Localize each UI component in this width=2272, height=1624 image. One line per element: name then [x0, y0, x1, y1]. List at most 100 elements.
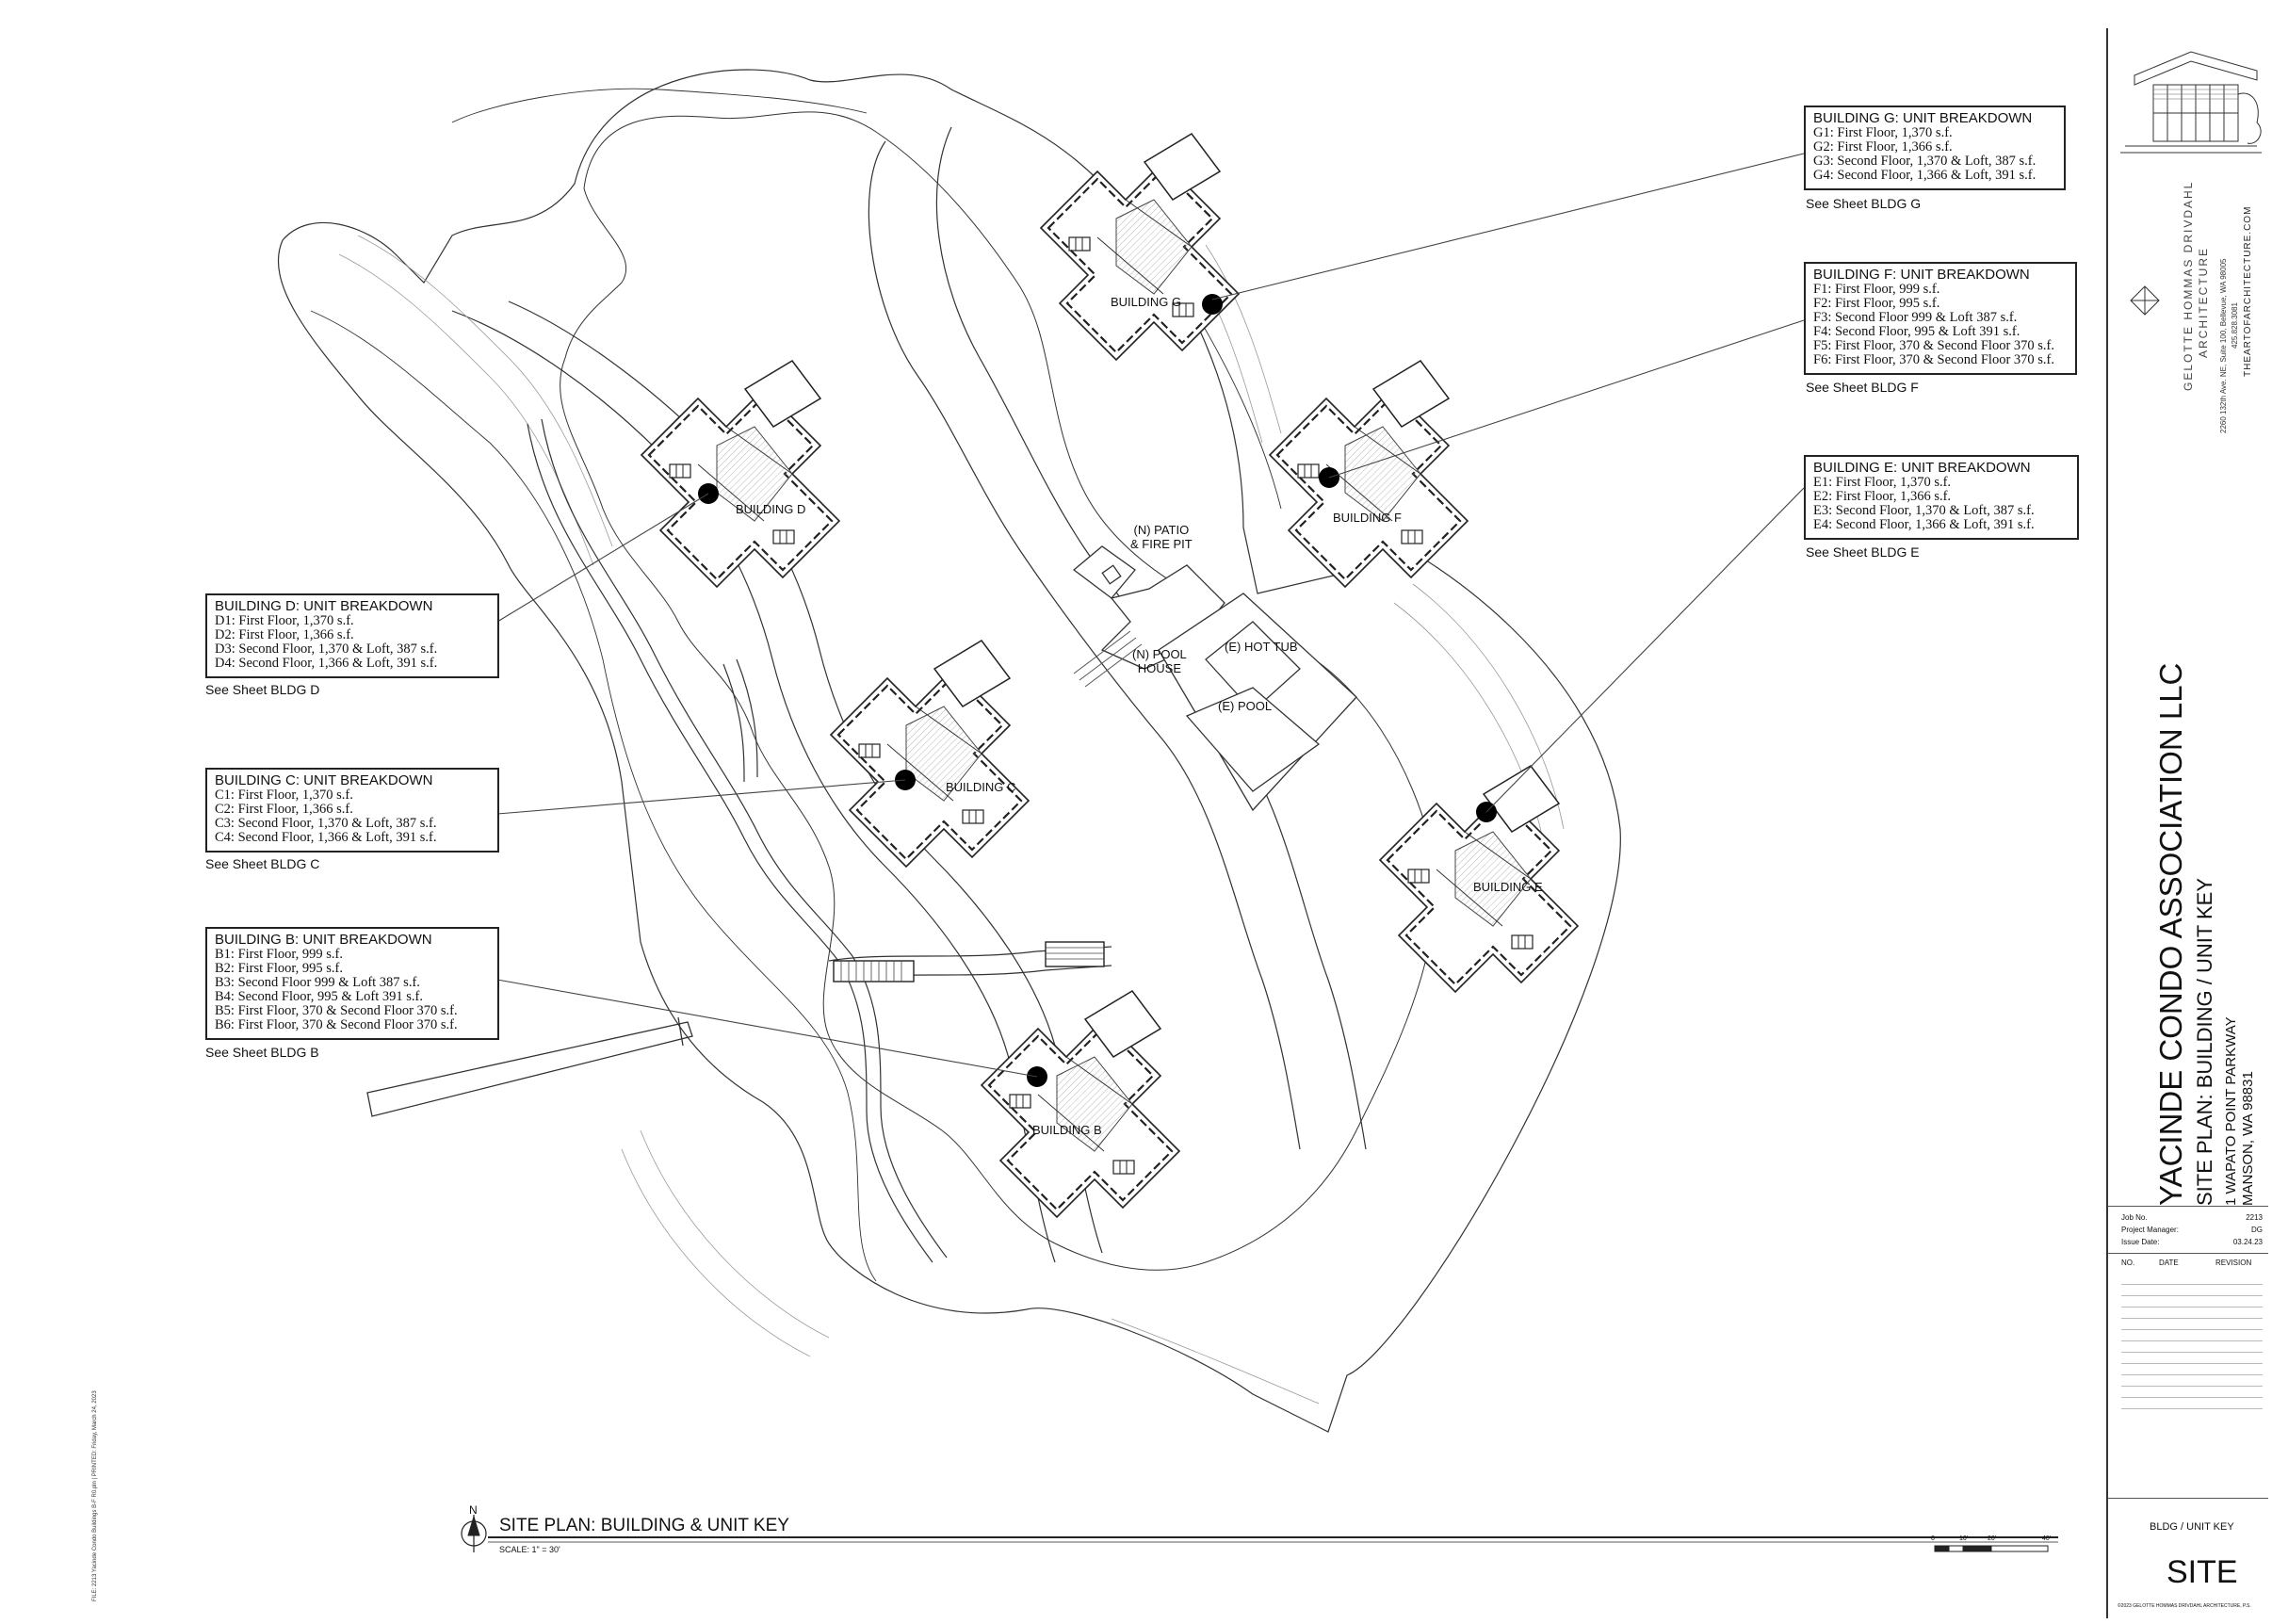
- plan-title: SITE PLAN: BUILDING & UNIT KEY: [499, 1516, 789, 1535]
- file-path-stamp: FILE: 2213 Yacinde Condo Buildings B-F R…: [92, 1390, 98, 1601]
- see-sheet-f: See Sheet BLDG F: [1806, 380, 1919, 395]
- sheet-number: SITE: [2167, 1554, 2238, 1590]
- building-g-legend: BUILDING G: UNIT BREAKDOWN G1: First Flo…: [1804, 106, 2066, 190]
- building-b-footprint: [980, 989, 1181, 1219]
- pool-house-label: (N) POOL HOUSE: [1132, 647, 1187, 675]
- issue-date-label: Issue Date:: [2121, 1238, 2160, 1246]
- legend-title: BUILDING D: UNIT BREAKDOWN: [215, 598, 433, 614]
- unit-line: E1: First Floor, 1,370 s.f.: [1813, 475, 1952, 490]
- scale-tick-40: 40': [2042, 1535, 2052, 1542]
- firm-phone: 425.828.3081: [2231, 302, 2239, 349]
- building-e-legend: BUILDING E: UNIT BREAKDOWN E1: First Flo…: [1804, 455, 2079, 540]
- unit-line: C2: First Floor, 1,366 s.f.: [215, 802, 353, 817]
- building-f-legend: BUILDING F: UNIT BREAKDOWN F1: First Flo…: [1804, 262, 2077, 375]
- unit-line: F1: First Floor, 999 s.f.: [1813, 282, 1940, 297]
- building-f-label: BUILDING F: [1333, 511, 1402, 525]
- building-d-label: BUILDING D: [736, 502, 806, 516]
- unit-line: G1: First Floor, 1,370 s.f.: [1813, 125, 1953, 140]
- patio-fire-pit-label: (N) PATIO & FIRE PIT: [1130, 523, 1193, 551]
- legend-title: BUILDING C: UNIT BREAKDOWN: [215, 772, 433, 788]
- project-name: YACINDE CONDO ASSOCIATION LLC: [2153, 662, 2188, 1206]
- revision-rows: [2121, 1274, 2263, 1415]
- pm-value: DG: [2251, 1226, 2263, 1234]
- building-b-label: BUILDING B: [1032, 1123, 1102, 1137]
- building-c-label: BUILDING C: [946, 780, 1016, 794]
- building-c-footprint: [829, 639, 1031, 869]
- unit-line: B4: Second Floor, 995 & Loft 391 s.f.: [215, 989, 423, 1004]
- revision-no-header: NO.: [2121, 1259, 2135, 1267]
- hot-tub-label: (E) HOT TUB: [1225, 640, 1298, 654]
- scale-text: SCALE: 1" = 30': [499, 1545, 560, 1554]
- unit-line: B1: First Floor, 999 s.f.: [215, 947, 343, 962]
- unit-line: F2: First Floor, 995 s.f.: [1813, 296, 1940, 311]
- unit-line: F6: First Floor, 370 & Second Floor 370 …: [1813, 352, 2055, 367]
- firm-logo-sketch: [2120, 51, 2262, 154]
- unit-line: E2: First Floor, 1,366 s.f.: [1813, 489, 1952, 504]
- unit-line: G4: Second Floor, 1,366 & Loft, 391 s.f.: [1813, 168, 2037, 183]
- revision-header: REVISION: [2215, 1259, 2252, 1267]
- see-sheet-b: See Sheet BLDG B: [205, 1045, 319, 1060]
- building-g-label: BUILDING G: [1111, 295, 1182, 309]
- project-address-line2: MANSON, WA 98831: [2240, 1071, 2256, 1206]
- north-label: N: [469, 1503, 478, 1517]
- building-d-legend: BUILDING D: UNIT BREAKDOWN D1: First Flo…: [205, 593, 499, 678]
- unit-line: C4: Second Floor, 1,366 & Loft, 391 s.f.: [215, 830, 437, 845]
- building-d-footprint: [640, 359, 841, 589]
- unit-line: F5: First Floor, 370 & Second Floor 370 …: [1813, 338, 2055, 353]
- pm-label: Project Manager:: [2121, 1226, 2179, 1234]
- unit-line: C3: Second Floor, 1,370 & Loft, 387 s.f.: [215, 816, 437, 831]
- firm-mark-icon: [2130, 285, 2160, 316]
- unit-line: G2: First Floor, 1,366 s.f.: [1813, 139, 1953, 154]
- job-no-value: 2213: [2246, 1213, 2263, 1222]
- unit-line: B5: First Floor, 370 & Second Floor 370 …: [215, 1003, 458, 1018]
- unit-line: G3: Second Floor, 1,370 & Loft, 387 s.f.: [1813, 154, 2037, 169]
- copyright: ©2023 GELOTTE HOMMAS DRIVDAHL ARCHITECTU…: [2118, 1603, 2251, 1609]
- unit-line: B6: First Floor, 370 & Second Floor 370 …: [215, 1017, 458, 1032]
- firm-address: 2260 132th Ave. NE, Suite 100, Bellevue,…: [2219, 258, 2228, 433]
- see-sheet-g: See Sheet BLDG G: [1806, 196, 1922, 211]
- firm-name: GELOTTE HOMMAS DRIVDAHL: [2182, 180, 2195, 391]
- unit-line: D4: Second Floor, 1,366 & Loft, 391 s.f.: [215, 656, 438, 671]
- firm-sub: ARCHITECTURE: [2197, 246, 2210, 358]
- title-block: GELOTTE HOMMAS DRIVDAHL ARCHITECTURE 226…: [2106, 28, 2268, 1618]
- pool-label: (E) POOL: [1218, 699, 1273, 713]
- building-e-footprint: [1378, 764, 1580, 994]
- patio-label-line1: (N) PATIO: [1133, 523, 1190, 537]
- pool-house-label-line1: (N) POOL: [1132, 647, 1187, 661]
- see-sheet-e: See Sheet BLDG E: [1806, 544, 1920, 560]
- legend-title: BUILDING F: UNIT BREAKDOWN: [1813, 267, 2030, 283]
- legend-title: BUILDING G: UNIT BREAKDOWN: [1813, 110, 2033, 126]
- project-address-line1: 1 WAPATO POINT PARKWAY: [2223, 1016, 2239, 1206]
- sheet-description: BLDG / UNIT KEY: [2150, 1521, 2234, 1533]
- firm-website: THEARTOFARCHITECTURE.COM: [2243, 205, 2253, 377]
- pool-house-label-line2: HOUSE: [1137, 661, 1182, 675]
- issue-date-value: 03.24.23: [2232, 1238, 2263, 1246]
- unit-line: F3: Second Floor 999 & Loft 387 s.f.: [1813, 310, 2018, 325]
- unit-line: E3: Second Floor, 1,370 & Loft, 387 s.f.: [1813, 503, 2035, 518]
- revision-date-header: DATE: [2159, 1259, 2179, 1267]
- building-f-footprint: [1268, 359, 1469, 589]
- building-g-footprint: [1039, 132, 1241, 362]
- patio-label-line2: & FIRE PIT: [1130, 537, 1193, 551]
- scale-tick-0: 0: [1931, 1535, 1935, 1542]
- unit-line: D3: Second Floor, 1,370 & Loft, 387 s.f.: [215, 641, 438, 657]
- scale-tick-20: 20': [1988, 1535, 1997, 1542]
- unit-line: B3: Second Floor 999 & Loft 387 s.f.: [215, 975, 420, 990]
- unit-line: D2: First Floor, 1,366 s.f.: [215, 627, 354, 642]
- sheet-title: SITE PLAN: BUILDING / UNIT KEY: [2193, 877, 2216, 1206]
- see-sheet-d: See Sheet BLDG D: [205, 682, 320, 697]
- legend-title: BUILDING B: UNIT BREAKDOWN: [215, 932, 432, 948]
- see-sheet-c: See Sheet BLDG C: [205, 856, 320, 871]
- legend-title: BUILDING E: UNIT BREAKDOWN: [1813, 460, 2031, 476]
- unit-line: D1: First Floor, 1,370 s.f.: [215, 613, 354, 628]
- unit-line: E4: Second Floor, 1,366 & Loft, 391 s.f.: [1813, 517, 2035, 532]
- job-no-label: Job No.: [2121, 1213, 2148, 1222]
- building-b-legend: BUILDING B: UNIT BREAKDOWN B1: First Flo…: [205, 927, 499, 1040]
- scale-tick-10: 10': [1959, 1535, 1969, 1542]
- unit-line: F4: Second Floor, 995 & Loft 391 s.f.: [1813, 324, 2020, 339]
- building-c-legend: BUILDING C: UNIT BREAKDOWN C1: First Flo…: [205, 768, 499, 853]
- unit-line: B2: First Floor, 995 s.f.: [215, 961, 343, 976]
- building-e-label: BUILDING E: [1473, 880, 1543, 894]
- unit-line: C1: First Floor, 1,370 s.f.: [215, 788, 353, 803]
